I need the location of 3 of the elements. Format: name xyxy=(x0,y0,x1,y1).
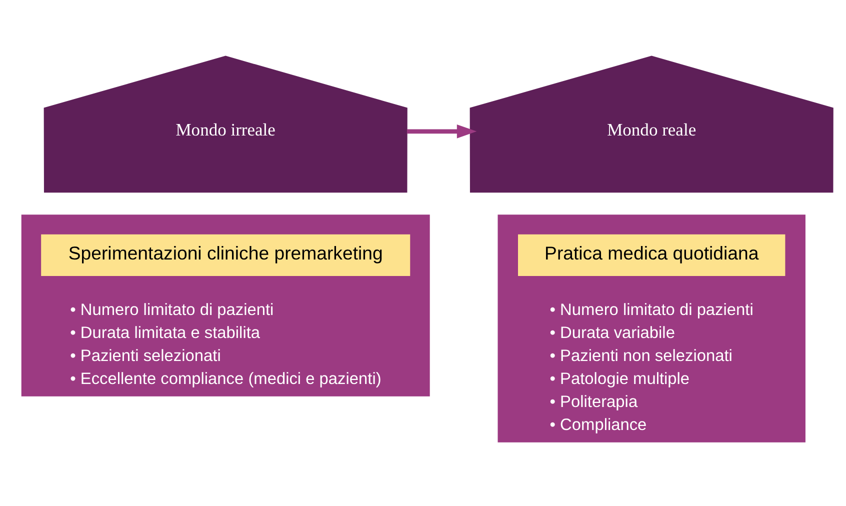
node-box: Pratica medica quotidiana xyxy=(518,234,786,276)
node-box: Sperimentazioni cliniche premarketing xyxy=(41,234,410,276)
arrow xyxy=(407,124,477,138)
